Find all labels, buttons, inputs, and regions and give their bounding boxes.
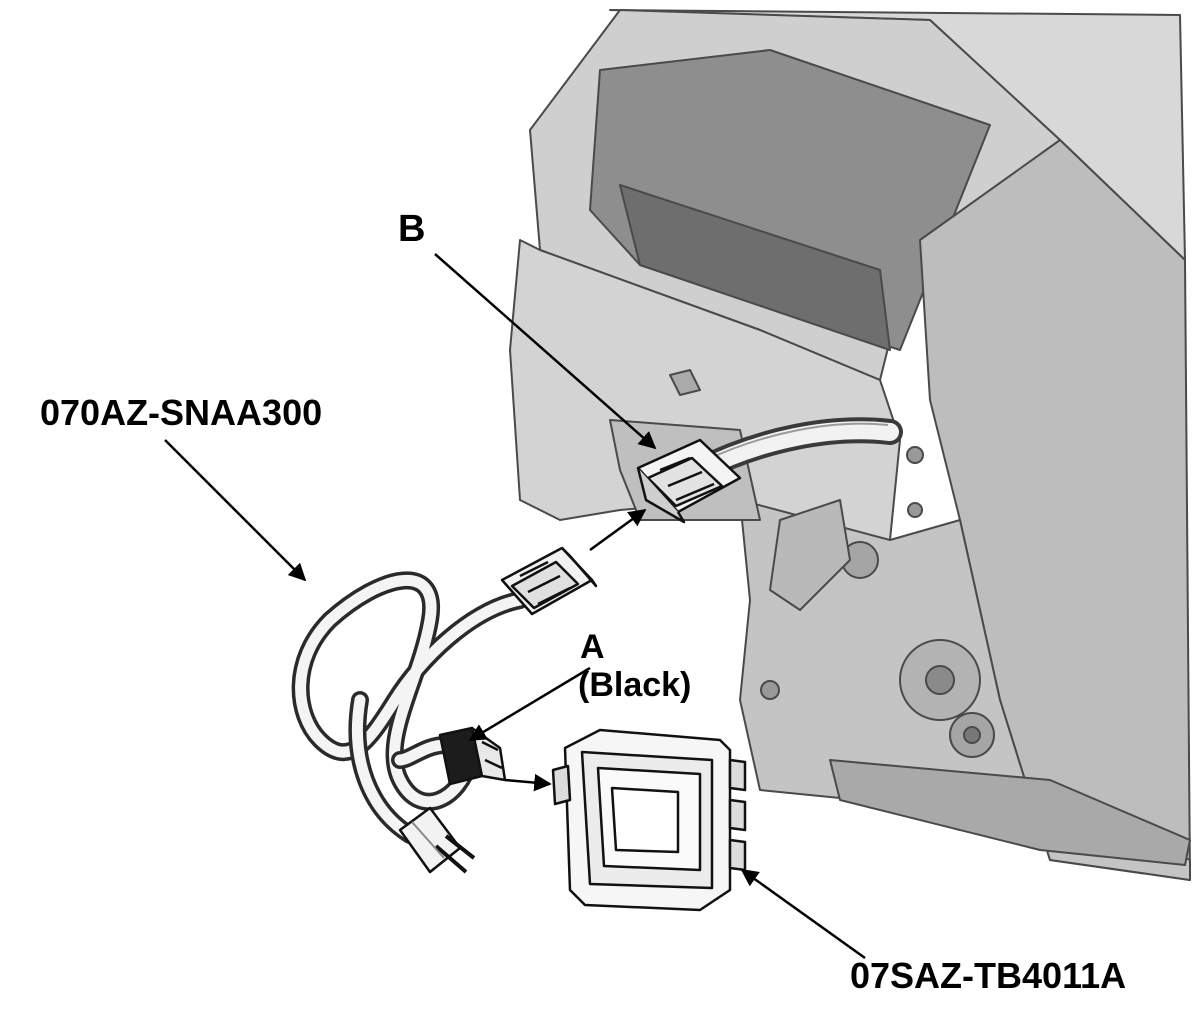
service-cable xyxy=(291,571,529,844)
label-b: B xyxy=(398,208,426,250)
arrow-cable-part xyxy=(164,439,307,582)
label-a-color-note: (Black) xyxy=(578,666,692,705)
power-adapter-box-icon xyxy=(551,728,747,912)
cable-connector xyxy=(500,546,598,616)
arrow-box-part xyxy=(740,868,866,960)
label-cable-part-number: 070AZ-SNAA300 xyxy=(40,392,323,433)
arrow-connect-harness xyxy=(589,508,647,552)
label-a-group: A (Black) xyxy=(578,628,691,704)
label-a: A xyxy=(580,628,605,666)
arrow-a xyxy=(468,666,591,742)
ac-plug-icon xyxy=(398,806,476,874)
arrow-connect-adapter xyxy=(504,773,552,792)
label-box-part-number: 07SAZ-TB4011A xyxy=(850,955,1127,996)
socket-a-black xyxy=(438,726,507,786)
harness-connector-icon xyxy=(636,438,742,524)
callout-arrows xyxy=(164,253,866,960)
arrow-b xyxy=(434,253,657,450)
